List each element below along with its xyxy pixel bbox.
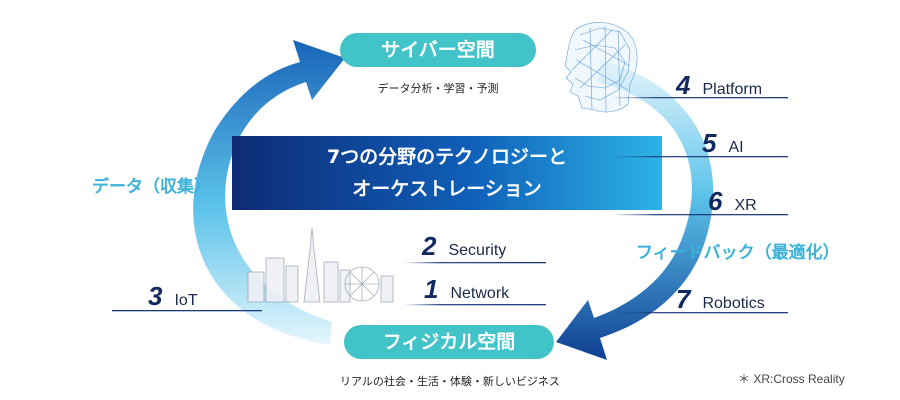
field-label: Network [450, 285, 510, 302]
field-security: 2 Security [422, 231, 506, 262]
line-xr [612, 214, 788, 216]
field-number: 6 [708, 186, 723, 216]
footnote: ＊ XR:Cross Reality [738, 372, 845, 386]
right-cycle-arrow [556, 60, 714, 360]
field-number: 2 [422, 231, 437, 261]
line-network [404, 304, 546, 306]
field-number: 5 [702, 128, 717, 158]
field-platform: 4 Platform [676, 70, 762, 101]
city-skyline-icon [247, 227, 394, 303]
field-label: Robotics [702, 295, 765, 312]
physical-space-title: フィジカル空間 [344, 325, 554, 359]
field-label: AI [728, 139, 744, 156]
field-ai: 5 AI [702, 128, 744, 159]
field-iot: 3 IoT [148, 281, 198, 312]
field-number: 1 [424, 274, 439, 304]
field-label: Platform [702, 81, 763, 98]
center-band [232, 136, 662, 210]
field-label: Security [448, 242, 507, 259]
cyber-space-subtitle: データ分析・学習・予測 [377, 82, 499, 95]
field-number: 7 [676, 284, 691, 314]
left-cycle-arrow [193, 40, 345, 345]
field-xr: 6 XR [708, 186, 757, 217]
field-robotics: 7 Robotics [676, 284, 765, 315]
left-arrow-label: データ（収集） [92, 177, 211, 197]
line-robotics [612, 312, 788, 314]
right-arrow-label: フィードバック（最適化） [636, 243, 840, 263]
cyber-space-title: サイバー空間 [340, 33, 536, 67]
field-network: 1 Network [424, 274, 509, 305]
center-line-1: 7つの分野のテクノロジーと [326, 146, 568, 168]
line-iot [112, 310, 262, 312]
field-number: 4 [676, 70, 691, 100]
field-number: 3 [148, 281, 163, 311]
field-label: XR [734, 197, 757, 214]
center-band-text: 7つの分野のテクノロジーと オーケストレーション [232, 136, 662, 210]
line-security [404, 262, 546, 264]
field-label: IoT [174, 292, 198, 309]
physical-space-subtitle: リアルの社会・生活・体験・新しいビジネス [340, 375, 560, 388]
line-platform [612, 97, 788, 99]
wireframe-head-icon [564, 22, 638, 113]
center-line-2: オーケストレーション [352, 178, 542, 200]
line-ai [612, 156, 788, 158]
